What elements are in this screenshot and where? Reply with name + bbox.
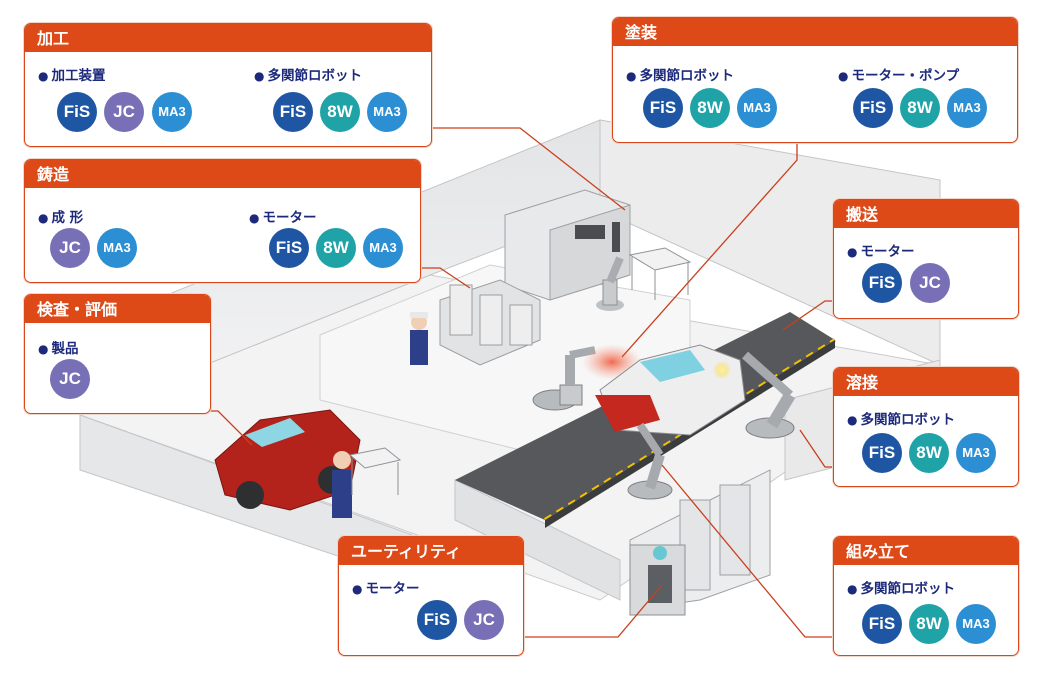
leader-kakou [430,127,626,211]
inspection-table [348,447,402,495]
badge-ma3: MA3 [97,228,137,268]
badge-fis: FiS [862,263,902,303]
item-label: モーター [352,577,419,597]
casting-machines [439,279,541,366]
badge-8w: 8W [690,88,730,128]
inspection-worker [332,451,352,518]
leader-hansou [782,300,833,331]
badge-ma3: MA3 [363,228,403,268]
badge-fis: FiS [273,92,313,132]
badge-ma3: MA3 [152,92,192,132]
item-label: 成 形 [38,206,83,226]
section-title: 搬送 [834,200,1018,228]
section-utility: ユーティリティ モーター FiS JC [338,536,524,656]
section-title: 組み立て [834,537,1018,565]
badge-fis: FiS [417,600,457,640]
section-title: ユーティリティ [339,537,523,565]
section-hansou: 搬送 モーター FiS JC [833,199,1019,319]
badge-jc: JC [464,600,504,640]
item-label: 多関節ロボット [847,577,955,597]
section-kensa: 検査・評価 製品 JC [24,294,211,414]
badge-8w: 8W [909,604,949,644]
casting-worker [410,312,428,365]
leader-lines [209,127,833,638]
badge-ma3: MA3 [947,88,987,128]
front-wall-right [454,479,621,601]
item-label: モーター [847,240,914,260]
section-title: 検査・評価 [25,295,210,323]
badge-fis: FiS [862,433,902,473]
car-on-line [595,344,746,436]
item-label: モーター・ポンプ [838,64,959,84]
leader-utility [522,584,663,638]
item-label: モーター [249,206,316,226]
item-label: 加工装置 [38,64,105,84]
badge-fis: FiS [862,604,902,644]
badge-8w: 8W [320,92,360,132]
badge-ma3: MA3 [737,88,777,128]
section-title: 鋳造 [25,160,420,188]
item-label: 多関節ロボット [847,408,955,428]
badge-8w: 8W [909,433,949,473]
badge-fis: FiS [269,228,309,268]
badge-jc: JC [104,92,144,132]
section-tosou: 塗装 多関節ロボット FiS 8W MA3 モーター・ポンプ FiS 8W MA… [612,17,1018,143]
work-table [628,247,692,300]
leader-kumitate [661,464,833,638]
badge-8w: 8W [316,228,356,268]
assembly-robot [627,422,673,500]
item-label: 製品 [38,337,78,357]
section-yousetsu: 溶接 多関節ロボット FiS 8W MA3 [833,367,1019,487]
section-title: 溶接 [834,368,1018,396]
item-label: 多関節ロボット [254,64,362,84]
section-title: 塗装 [613,18,1017,46]
leader-kensa [209,410,253,446]
badge-jc: JC [50,359,90,399]
badge-8w: 8W [900,88,940,128]
badge-fis: FiS [643,88,683,128]
badge-ma3: MA3 [367,92,407,132]
badge-jc: JC [910,263,950,303]
machining-robot [596,256,624,311]
utility-fan-unit [629,544,686,616]
section-kumitate: 組み立て 多関節ロボット FiS 8W MA3 [833,536,1019,656]
section-kakou: 加工 加工装置 FiS JC MA3 多関節ロボット FiS 8W MA3 [24,23,432,147]
item-label: 多関節ロボット [626,64,734,84]
badge-ma3: MA3 [956,433,996,473]
section-chuzou: 鋳造 成 形 JC MA3 モーター FiS 8W MA3 [24,159,421,283]
welding-robot [742,351,796,439]
leader-chuzou [419,267,471,289]
badge-fis: FiS [57,92,97,132]
leader-yousetsu [799,429,833,468]
badge-ma3: MA3 [956,604,996,644]
leader-tosou [621,141,798,358]
badge-fis: FiS [853,88,893,128]
section-title: 加工 [25,24,431,52]
badge-jc: JC [50,228,90,268]
